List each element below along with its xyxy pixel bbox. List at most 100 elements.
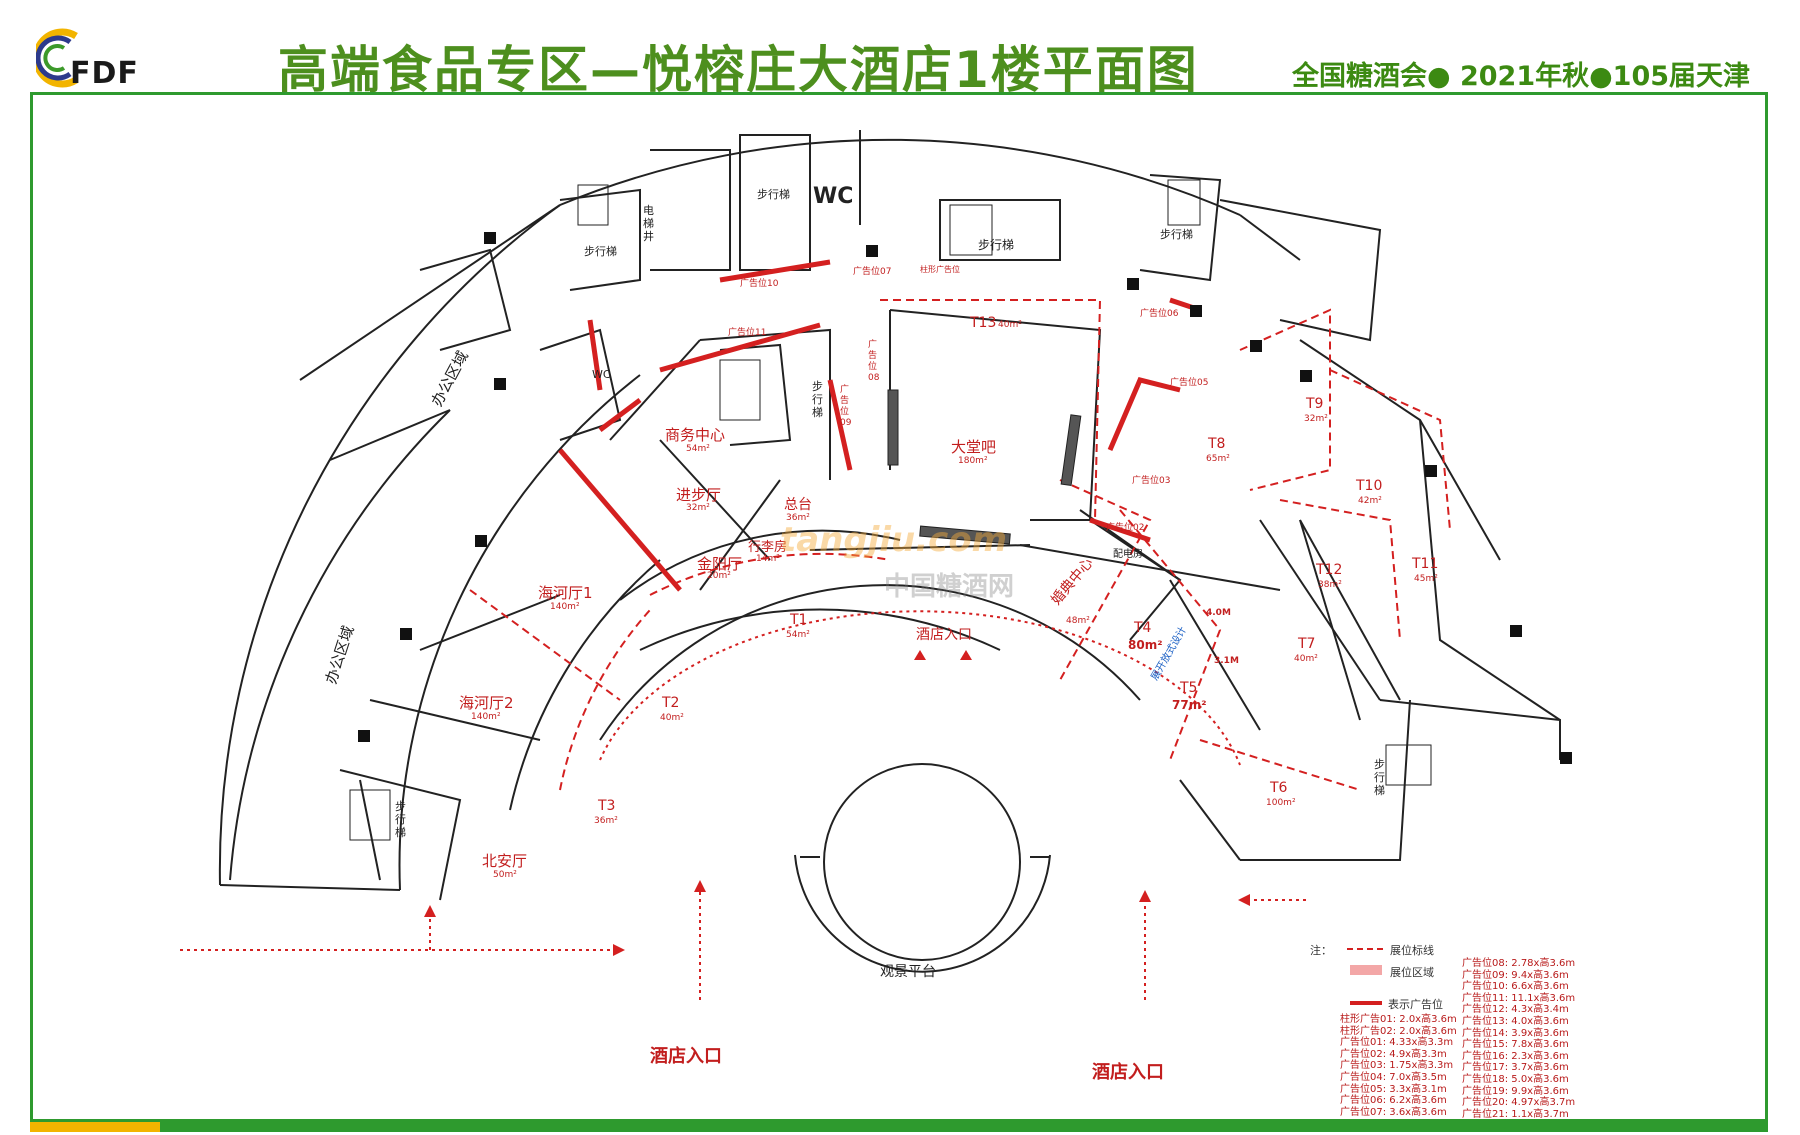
lobby-bar-label: 大堂吧 bbox=[951, 438, 997, 456]
header: FDF 高端食品专区—悦榕庄大酒店1楼平面图 全国糖酒会● 2021年秋●105… bbox=[0, 0, 1800, 99]
jinbu-hall-area: 32m² bbox=[686, 503, 710, 513]
booth-t5-label: T5 bbox=[1180, 680, 1198, 696]
booth-t8-area: 65m² bbox=[1206, 454, 1230, 464]
legend-item: 广告位04: 7.0x高3.5m bbox=[1340, 1071, 1447, 1083]
legend-item: 广告位14: 3.9x高3.6m bbox=[1462, 1027, 1569, 1039]
booth-t10-label: T10 bbox=[1356, 478, 1383, 494]
stairs-label: 步行梯 bbox=[1374, 758, 1385, 797]
ad-label: 广告位08 bbox=[868, 340, 880, 383]
hotel-entrance-label: 酒店入口 bbox=[916, 627, 972, 643]
legend-item: 广告位11: 11.1x高3.6m bbox=[1462, 992, 1576, 1004]
building-walls bbox=[218, 130, 1561, 901]
ad-walls bbox=[558, 259, 1201, 592]
map-frame bbox=[30, 92, 1768, 1122]
ad-position-icon bbox=[1350, 1001, 1382, 1005]
booth-t3-label: T3 bbox=[598, 798, 616, 814]
legend-ad-position: 表示广告位 bbox=[1388, 998, 1443, 1011]
power-room-label: 配电房 bbox=[1113, 549, 1143, 560]
legend-note-label: 注： bbox=[1310, 944, 1332, 957]
dimension-label: 4.0M bbox=[1206, 608, 1231, 618]
booth-t4-area: 80m² bbox=[1128, 638, 1163, 652]
jinyang-hall-area: 20m² bbox=[707, 571, 731, 581]
legend-item: 广告位02: 4.9x高3.3m bbox=[1340, 1048, 1447, 1060]
office-label: 办公区域 bbox=[321, 623, 358, 687]
legend-item: 广告位21: 1.1x高3.7m bbox=[1462, 1108, 1569, 1120]
legend-item: 广告位16: 2.3x高3.6m bbox=[1462, 1050, 1569, 1062]
booth-t6-area: 100m² bbox=[1266, 798, 1296, 808]
booth-t9-label: T9 bbox=[1306, 396, 1324, 412]
wedding-center-area: 48m² bbox=[1066, 616, 1090, 626]
front-desk-label: 总台 bbox=[784, 497, 812, 513]
open-design-note: 展开放式设计 bbox=[1149, 625, 1189, 683]
legend-item: 广告位06: 6.2x高3.6m bbox=[1340, 1095, 1447, 1107]
structural-columns bbox=[358, 232, 1572, 764]
booth-t7-area: 40m² bbox=[1294, 654, 1318, 664]
haihe2-label: 海河厅2 bbox=[459, 694, 514, 712]
lobby-bar-area: 180m² bbox=[958, 456, 988, 466]
legend-item: 广告位08: 2.78x高3.6m bbox=[1462, 958, 1576, 969]
wedding-center-label: 婚典中心 bbox=[1048, 555, 1097, 609]
legend: 注： 展位标线 展位区域 表示广告位 柱形广告01: 2.0x高3.6m 柱形广… bbox=[1310, 936, 1740, 1121]
legend-item: 广告位13: 4.0x高3.6m bbox=[1462, 1015, 1569, 1027]
legend-item: 广告位05: 3.3x高3.1m bbox=[1340, 1083, 1447, 1095]
ad-label: 广告位03 bbox=[1132, 476, 1171, 486]
booth-area-icon bbox=[1350, 965, 1382, 975]
business-center-area: 54m² bbox=[686, 444, 710, 454]
watermark-cn: 中国糖酒网 bbox=[884, 572, 1015, 602]
haihe1-area: 140m² bbox=[550, 602, 580, 612]
booth-t1-label: T1 bbox=[790, 612, 808, 628]
legend-item: 广告位19: 9.9x高3.6m bbox=[1462, 1085, 1569, 1097]
booth-t9-area: 32m² bbox=[1304, 414, 1328, 424]
wc-label: WC bbox=[813, 184, 854, 209]
booth-lines bbox=[469, 299, 1451, 791]
legend-item: 广告位01: 4.33x高3.3m bbox=[1340, 1037, 1454, 1049]
legend-booth-area: 展位区域 bbox=[1390, 966, 1434, 979]
booth-t11-label: T11 bbox=[1412, 556, 1439, 572]
viewing-platform-label: 观景平台 bbox=[880, 964, 936, 980]
ad-label: 广告位11 bbox=[728, 328, 767, 338]
haihe2-area: 140m² bbox=[471, 712, 501, 722]
beian-hall-area: 50m² bbox=[493, 870, 517, 880]
wc-left-label: WC bbox=[592, 368, 611, 381]
hotel-entrance-label: 酒店入口 bbox=[650, 1046, 722, 1067]
bottom-bar bbox=[30, 1122, 1768, 1132]
legend-booth-line: 展位标线 bbox=[1390, 944, 1434, 957]
booth-t2-area: 40m² bbox=[660, 713, 684, 723]
legend-item: 广告位17: 3.7x高3.6m bbox=[1462, 1062, 1569, 1074]
booth-t10-area: 42m² bbox=[1358, 496, 1382, 506]
booth-t6-label: T6 bbox=[1270, 780, 1288, 796]
front-desk-area: 36m² bbox=[786, 513, 810, 523]
stairs-label: 步行梯 bbox=[978, 238, 1015, 252]
legend-item: 广告位12: 4.3x高3.4m bbox=[1462, 1004, 1569, 1016]
jinyang-hall-label: 金阳厅 bbox=[697, 555, 743, 573]
event-subtitle: 全国糖酒会● 2021年秋●105届天津 bbox=[1292, 61, 1751, 92]
booth-t1-area: 54m² bbox=[786, 630, 810, 640]
entrance-arrow-icons bbox=[424, 650, 1250, 956]
legend-item: 广告位18: 5.0x高3.6m bbox=[1462, 1073, 1569, 1085]
legend-item: 柱形广告02: 2.0x高3.6m bbox=[1340, 1025, 1457, 1037]
booth-t5-area: 77m² bbox=[1172, 698, 1207, 712]
ad-label: 广告位07 bbox=[853, 267, 892, 277]
booth-t4-label: T4 bbox=[1134, 620, 1152, 636]
booth-t7-label: T7 bbox=[1298, 636, 1316, 652]
ad-label: 广告位05 bbox=[1170, 378, 1209, 388]
page-title: 高端食品专区—悦榕庄大酒店1楼平面图 bbox=[278, 41, 1199, 99]
beian-hall-label: 北安厅 bbox=[482, 852, 528, 870]
haihe1-label: 海河厅1 bbox=[538, 584, 593, 602]
legend-item: 广告位15: 7.8x高3.6m bbox=[1462, 1039, 1569, 1051]
booth-t11-area: 45m² bbox=[1414, 574, 1438, 584]
stairs-label: 步行梯 bbox=[812, 380, 823, 419]
logo-text: FDF bbox=[70, 56, 139, 91]
booth-t12-label: T12 bbox=[1316, 562, 1343, 578]
bottom-accent bbox=[30, 1122, 160, 1132]
luggage-room-area: 14m² bbox=[756, 554, 780, 564]
luggage-room-label: 行李房 bbox=[748, 540, 788, 555]
booth-t3-area: 36m² bbox=[594, 816, 618, 826]
viewing-platform bbox=[794, 763, 1051, 973]
booth-line-icon bbox=[1347, 948, 1383, 950]
pillar-ad-label: 柱形广告位 bbox=[920, 265, 960, 274]
stairs-label: 步行梯 bbox=[395, 800, 406, 839]
legend-item: 广告位07: 3.6x高3.6m bbox=[1340, 1106, 1447, 1118]
